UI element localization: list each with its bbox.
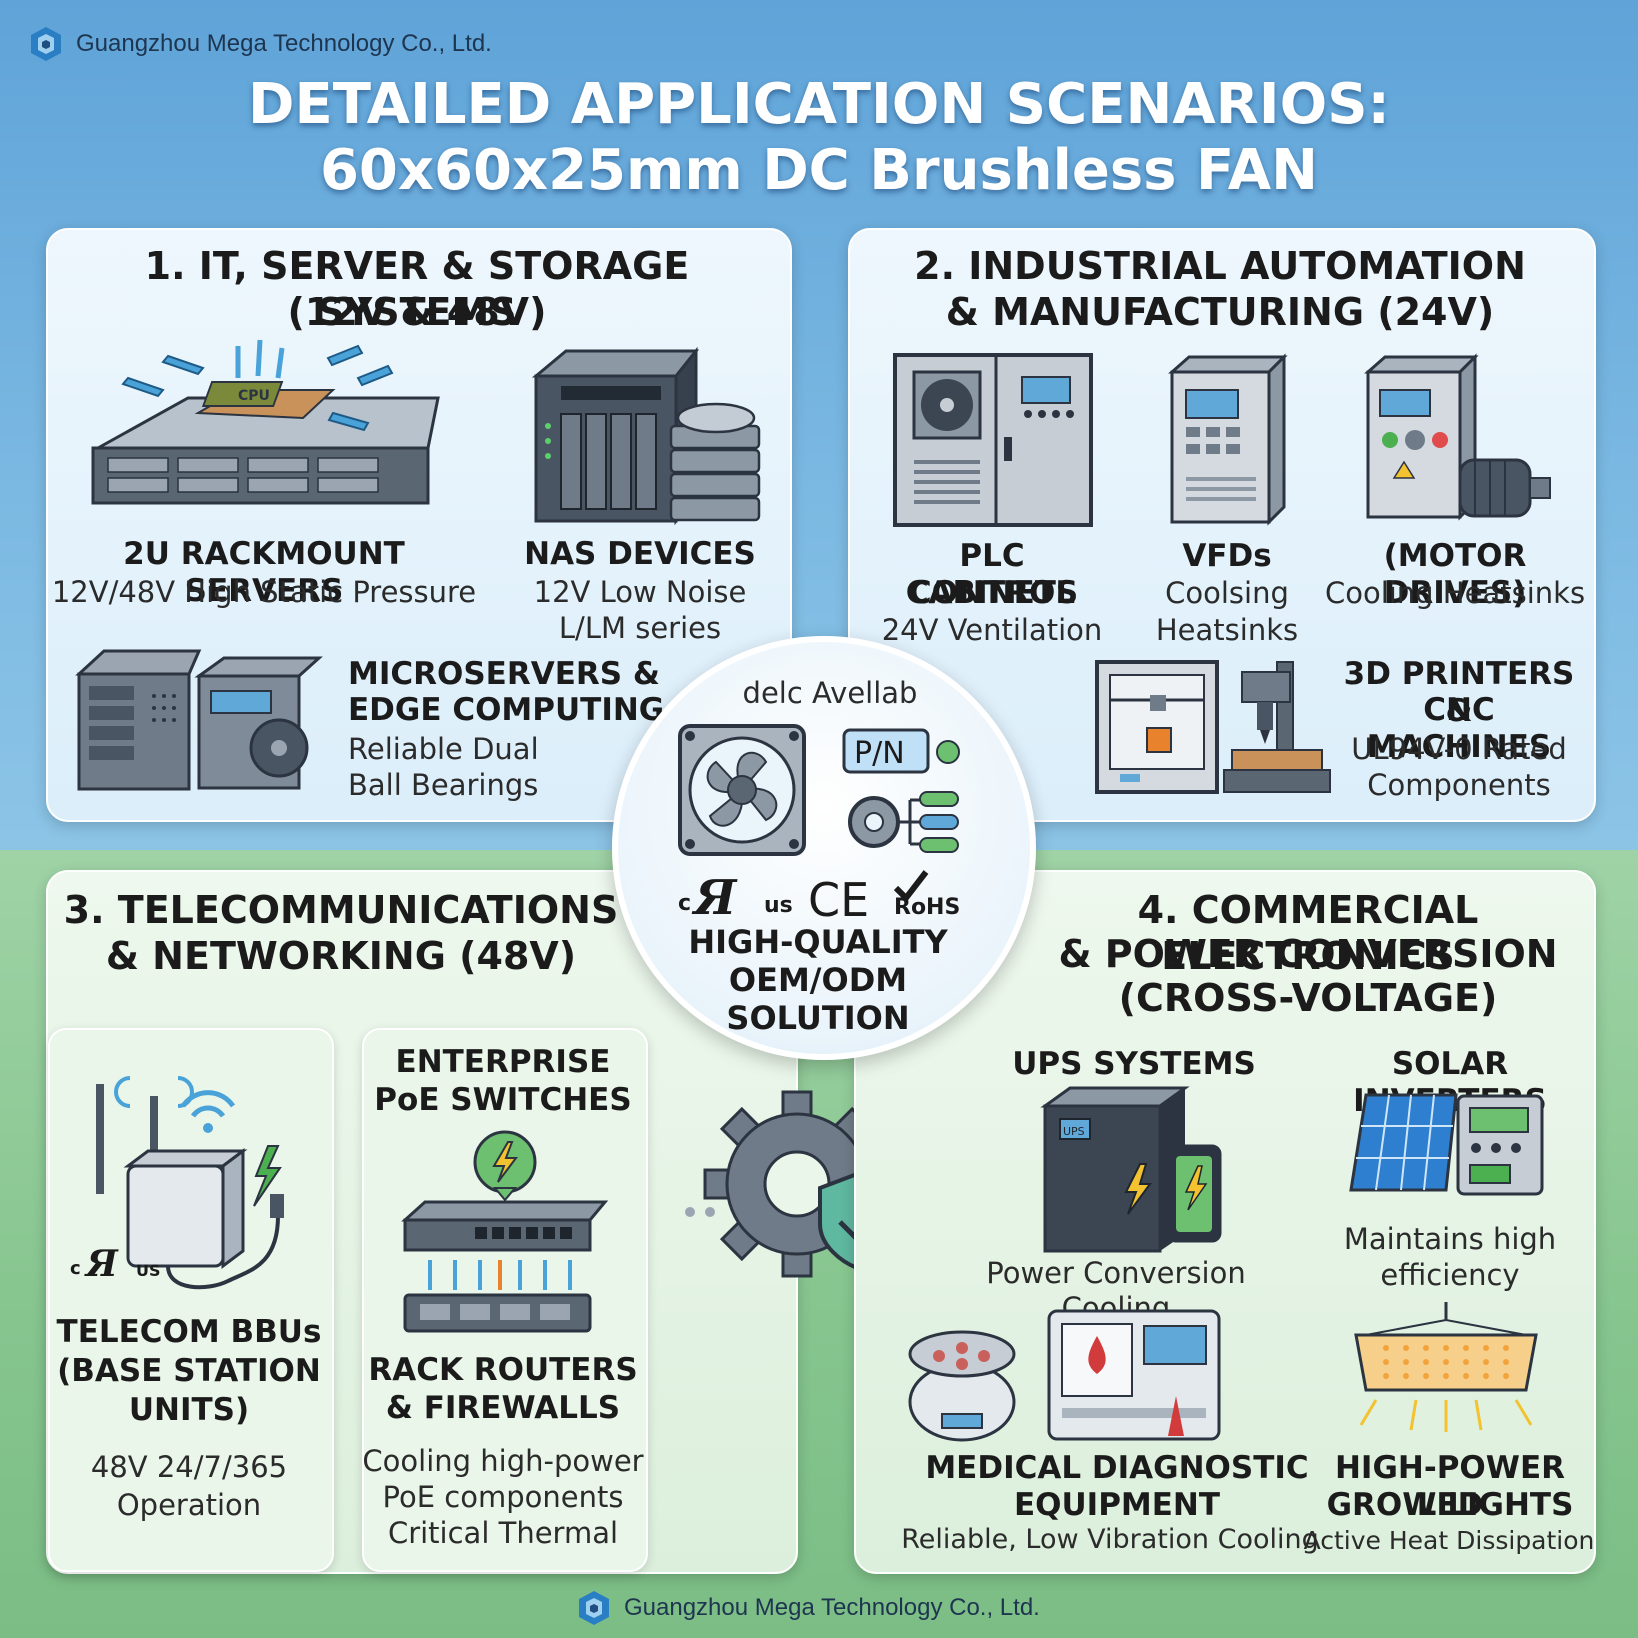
ups-screen-text: UPS xyxy=(1063,1125,1085,1138)
bbu-cert-us: US xyxy=(136,1261,161,1280)
rohs-check-icon xyxy=(893,870,929,903)
nas-device-icon xyxy=(531,346,761,526)
cert-c-text: c xyxy=(678,891,691,916)
company-name: Guangzhou Mega Technology Co., Ltd. xyxy=(76,30,492,57)
motor-drives-desc: Cooling Heatsinks xyxy=(1324,576,1586,610)
3d-printers-label-line2: CNC MACHINES xyxy=(1366,692,1552,765)
nas-devices-label: NAS DEVICES xyxy=(524,536,756,572)
led-grow-desc: Active Heat Dissipation xyxy=(1303,1526,1595,1555)
bbu-cert-c: c xyxy=(70,1258,81,1279)
cpu-chip-label: CPU xyxy=(238,388,270,404)
company-logo-icon xyxy=(31,27,61,61)
plc-label-line1: PLC CONTROL xyxy=(908,538,1076,611)
microservers-label-line2: EDGE COMPUTING xyxy=(348,692,665,728)
solar-inverters-desc-line2: efficiency xyxy=(1380,1258,1520,1292)
cert-us-text: us xyxy=(764,893,793,918)
led-grow-label-line1: HIGH-POWER LED xyxy=(1334,1450,1566,1523)
telecom-bbu-icon: c Я US xyxy=(70,1076,284,1290)
microservers-desc-line2: Ball Bearings xyxy=(348,768,539,802)
microserver-icon xyxy=(75,649,323,791)
ups-system-icon: UPS xyxy=(1040,1086,1222,1253)
rack-routers-desc-line3: Critical Thermal xyxy=(387,1516,619,1550)
plc-label-line2: CABINETS xyxy=(905,575,1079,611)
rackmount-servers-desc: 12V/48V High Static Pressure xyxy=(51,575,477,609)
3d-printer-cnc-icon xyxy=(1095,660,1331,794)
panel-commercial-title-line3: (CROSS-VOLTAGE) xyxy=(1118,976,1498,1020)
vfds-desc-line2: Heatsinks xyxy=(1155,613,1299,647)
ups-systems-label: UPS SYSTEMS xyxy=(1012,1046,1256,1082)
vfds-label: VFDs xyxy=(1182,538,1272,574)
rack-routers-label-line1: RACK ROUTERS xyxy=(368,1352,638,1388)
enterprise-poe-label-line2: PoE SWITCHES xyxy=(374,1082,632,1118)
rackmount-servers-label: 2U RACKMOUNT SERVERS xyxy=(123,536,405,609)
rack-routers-label-line2: & FIREWALLS xyxy=(385,1390,621,1426)
center-top-text: delc Avellab xyxy=(742,676,918,710)
panel-it-title-line1: 1. IT, SERVER & STORAGE SYSTEMS xyxy=(144,244,690,334)
footer-company-name: Guangzhou Mega Technology Co., Ltd. xyxy=(624,1594,1040,1621)
ul-logo-icon: Я xyxy=(691,870,738,922)
telecom-bbus-label-line3: UNITS) xyxy=(128,1392,250,1428)
medical-equipment-icon xyxy=(908,1309,1221,1442)
page-title-line1: DETAILED APPLICATION SCENARIOS: xyxy=(248,72,1390,137)
plc-cabinet-icon xyxy=(893,353,1093,527)
nas-devices-desc-line2: L/LM series xyxy=(558,611,722,645)
rackmount-server-icon: CPU xyxy=(91,339,440,505)
led-grow-light-icon xyxy=(1354,1302,1538,1432)
microservers-label-line1: MICROSERVERS & xyxy=(348,656,660,692)
panel-telecom-title-line1: 3. TELECOMMUNICATIONS xyxy=(63,888,619,932)
certification-marks-icon: c Я us CE RoHS xyxy=(678,870,960,922)
center-pn-text: P/N xyxy=(854,736,905,771)
center-line2: OEM/ODM SOLUTION xyxy=(726,961,910,1037)
telecom-bbu-card xyxy=(48,1028,334,1572)
panel-industrial-title-line1: 2. INDUSTRIAL AUTOMATION xyxy=(914,244,1526,288)
medical-label-line1: MEDICAL DIAGNOSTIC xyxy=(925,1450,1309,1486)
3d-printers-label-line1: 3D PRINTERS & xyxy=(1343,656,1575,729)
telecom-bbus-desc-line1: 48V 24/7/365 xyxy=(90,1450,288,1484)
rack-routers-desc-line2: PoE components xyxy=(382,1480,624,1514)
vfds-desc-line1: Coolsing xyxy=(1165,576,1289,610)
solar-inverters-desc-line1: Maintains high xyxy=(1343,1222,1557,1256)
telecom-bbus-desc-line2: Operation xyxy=(116,1488,262,1522)
panel-it-title-line2: (12V & 48V) xyxy=(287,290,547,334)
nas-devices-desc-line1: 12V Low Noise xyxy=(533,575,747,609)
3d-printers-desc-line2: Components xyxy=(1367,768,1551,802)
footer-logo-icon xyxy=(579,1591,609,1625)
panel-commercial-title-line2: & POWER CONVERSION xyxy=(1058,932,1558,976)
medical-desc: Reliable, Low Vibration Cooling xyxy=(901,1524,1319,1555)
panel-commercial-title-line1: 4. COMMERCIAL ELECTRONICS xyxy=(1137,888,1479,978)
solar-inverter-icon xyxy=(1349,1093,1544,1196)
rack-routers-desc-line1: Cooling high-power xyxy=(362,1444,644,1478)
led-grow-label-line2: GROW LIGHTS xyxy=(1326,1487,1574,1523)
enterprise-poe-label-line1: ENTERPRISE xyxy=(395,1044,611,1080)
panel-telecom-title-line2: & NETWORKING (48V) xyxy=(105,934,577,978)
svg-text:Я: Я xyxy=(84,1243,119,1285)
motor-drives-label: (MOTOR DRIVES) xyxy=(1383,538,1527,611)
plc-desc: 24V Ventilation xyxy=(881,613,1103,647)
rohs-text: RoHS xyxy=(894,895,960,920)
medical-label-line2: EQUIPMENT xyxy=(1013,1487,1221,1523)
center-line1: HIGH-QUALITY xyxy=(688,923,948,961)
header-brand: Guangzhou Mega Technology Co., Ltd. xyxy=(26,24,492,64)
poe-switch-icon xyxy=(401,1130,609,1333)
telecom-bbus-label-line1: TELECOM BBUs xyxy=(56,1314,322,1350)
ce-mark-text: CE xyxy=(808,873,869,922)
center-fan-config-icon: P/N xyxy=(678,724,960,856)
footer-brand: Guangzhou Mega Technology Co., Ltd. xyxy=(574,1588,1040,1628)
motor-drive-icon xyxy=(1364,353,1551,521)
microservers-desc-line1: Reliable Dual xyxy=(348,732,539,766)
3d-printers-desc-line1: UL94V-0 Rated xyxy=(1351,732,1567,766)
vfd-icon xyxy=(1168,353,1288,526)
page-title-line2: 60x60x25mm DC Brushless FAN xyxy=(319,138,1319,203)
telecom-bbus-label-line2: (BASE STATION xyxy=(57,1353,321,1389)
panel-industrial-title-line2: & MANUFACTURING (24V) xyxy=(945,290,1495,334)
